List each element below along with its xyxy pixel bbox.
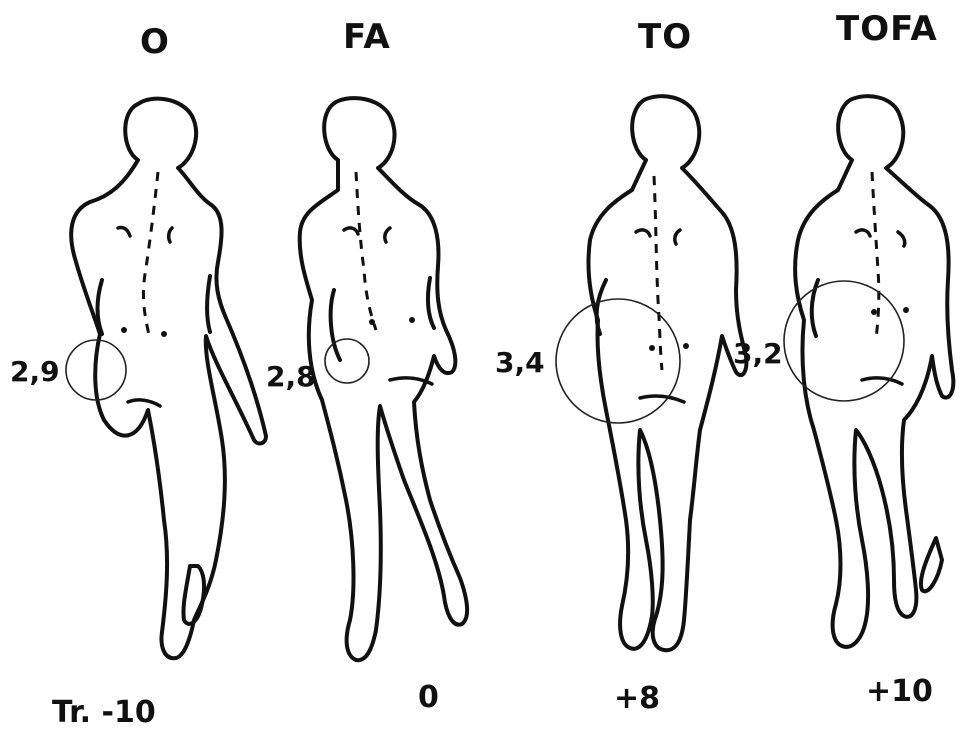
measurement-label-to: 3,4 — [495, 349, 545, 377]
body-outline-tofa — [795, 96, 953, 647]
measurement-label-fa: 2,8 — [266, 363, 316, 391]
figure-title-fa: FA — [343, 20, 391, 54]
figure-title-to: TO — [638, 20, 692, 54]
body-outline-fa — [300, 98, 467, 660]
score-label-tofa: +10 — [866, 677, 933, 707]
measurement-circle-to — [556, 299, 680, 423]
figure-title-o: O — [140, 25, 170, 59]
body-outline-to — [588, 96, 746, 650]
body-outline-o — [71, 99, 266, 659]
measurement-circle-fa — [325, 339, 369, 383]
figure-title-tofa: TOFA — [836, 12, 938, 46]
score-label-o: Tr. -10 — [52, 698, 156, 728]
measurement-label-o: 2,9 — [10, 358, 60, 386]
measurement-label-tofa: 3,2 — [733, 340, 783, 368]
score-label-to: +8 — [614, 684, 660, 714]
score-label-fa: 0 — [418, 683, 439, 713]
